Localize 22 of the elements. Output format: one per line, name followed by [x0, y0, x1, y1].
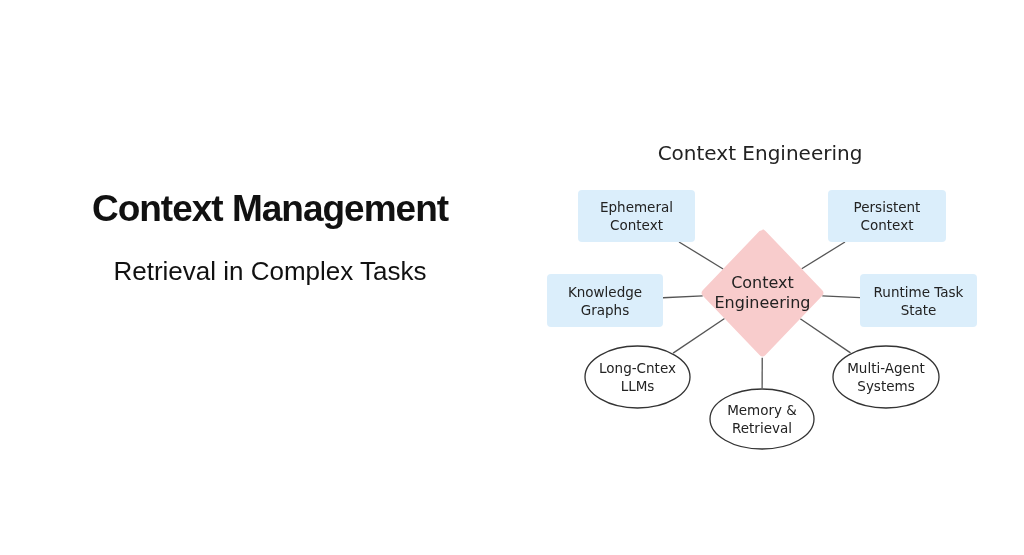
node-label: Context Engineering [713, 273, 812, 313]
node-label: Multi-Agent Systems [846, 359, 926, 395]
node-label: Memory & Retrieval [726, 401, 798, 437]
heading-text: Context Engineering [656, 141, 864, 165]
connector-line [678, 241, 724, 270]
connector-line [662, 295, 704, 299]
connector-line [761, 357, 763, 389]
main-heading: Context Management [90, 188, 450, 230]
topic-box [860, 274, 977, 327]
topic-box [547, 274, 663, 327]
topic-box [828, 190, 946, 242]
node-label: Runtime Task State [872, 282, 965, 319]
topic-box [578, 190, 695, 242]
node-label: Persistent Context [852, 198, 922, 234]
connector-line [672, 317, 726, 354]
connector-line [799, 318, 852, 354]
subheading: Retrieval in Complex Tasks [112, 256, 428, 287]
connector-line [821, 295, 861, 299]
node-label: Long-Cntex LLMs [598, 359, 677, 395]
connector-line [801, 241, 846, 270]
node-label: Ephemeral Context [599, 198, 674, 234]
node-label: Knowledge Graphs [566, 282, 644, 319]
